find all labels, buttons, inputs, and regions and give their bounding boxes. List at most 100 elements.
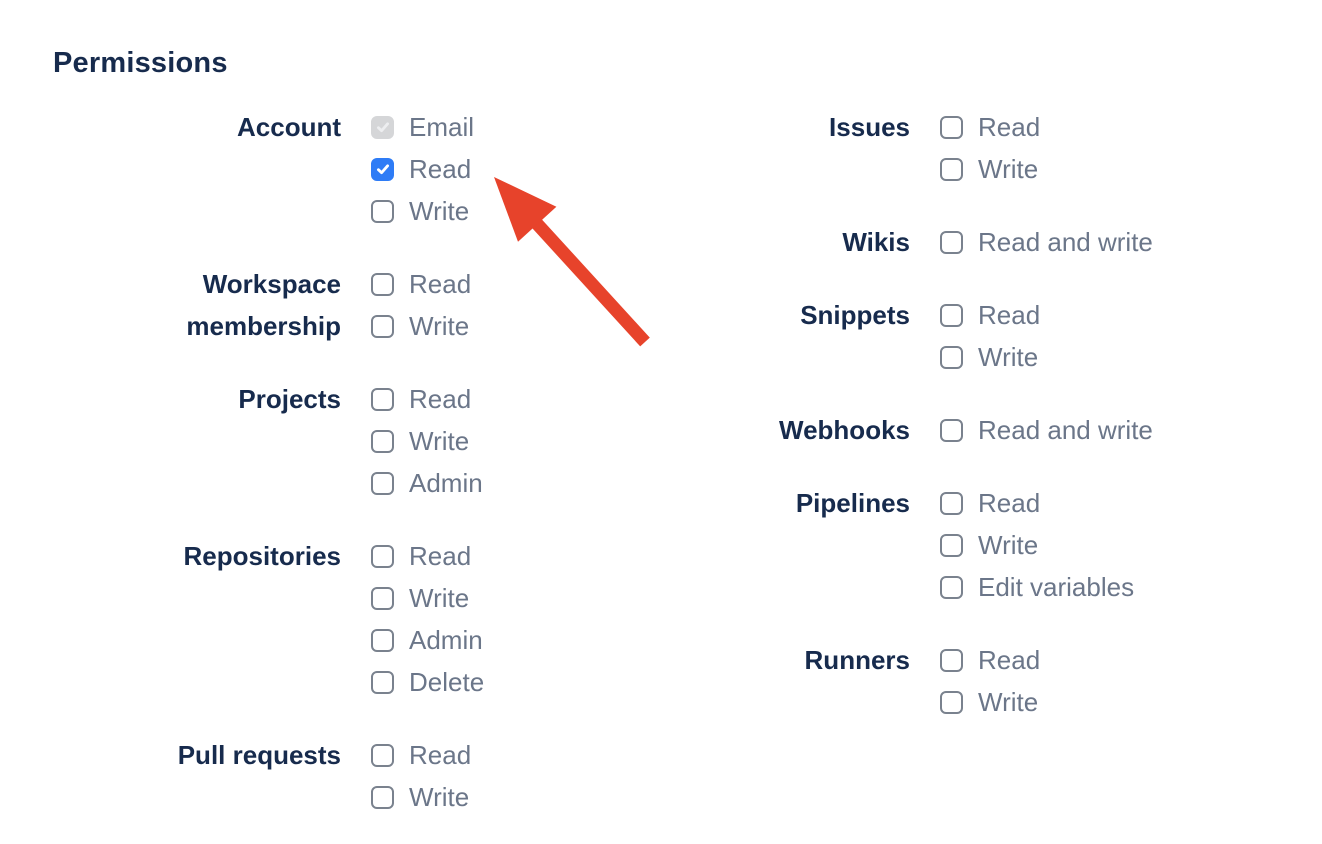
check-icon [376, 122, 389, 133]
workspace-membership-read-checkbox[interactable] [371, 272, 394, 296]
account-read-checkbox[interactable] [371, 157, 394, 181]
webhooks-read-and-write-label[interactable]: Read and write [978, 414, 1153, 445]
pipelines-read-checkbox[interactable] [940, 491, 963, 515]
snippets-group-label: Snippets [620, 294, 910, 336]
pull-requests-read-label[interactable]: Read [409, 739, 472, 770]
pull-requests-read-option-row: Read [371, 734, 471, 776]
account-read-label[interactable]: Read [409, 153, 472, 184]
snippets-write-checkbox[interactable] [940, 345, 963, 369]
account-email-label[interactable]: Email [409, 111, 475, 142]
projects-admin-option-row: Admin [371, 462, 483, 504]
snippets-read-checkbox[interactable] [940, 303, 963, 327]
projects-admin-label[interactable]: Admin [409, 467, 483, 498]
repositories-read-option-row: Read [371, 535, 484, 577]
repositories-write-label[interactable]: Write [409, 582, 470, 613]
workspace-membership-group-label: Workspace membership [0, 263, 341, 347]
snippets-read-label[interactable]: Read [978, 299, 1041, 330]
pipelines-write-checkbox[interactable] [940, 533, 963, 557]
workspace-membership-read-label[interactable]: Read [409, 268, 472, 299]
account-write-checkbox[interactable] [371, 199, 394, 223]
runners-group-label: Runners [620, 639, 910, 681]
issues-read-checkbox[interactable] [940, 115, 963, 139]
workspace-membership-write-label[interactable]: Write [409, 310, 470, 341]
wikis-group-label-text: Wikis [842, 227, 910, 257]
workspace-membership-write-option-row: Write [371, 305, 471, 347]
webhooks-read-and-write-checkbox[interactable] [940, 418, 963, 442]
runners-group-label-text: Runners [804, 645, 910, 675]
wikis-read-and-write-checkbox[interactable] [940, 230, 963, 254]
snippets-group-label-text: Snippets [800, 300, 910, 330]
runners-read-option-row: Read [940, 639, 1040, 681]
issues-group-label: Issues [620, 106, 910, 148]
snippets-write-label[interactable]: Write [978, 341, 1039, 372]
projects-read-label[interactable]: Read [409, 383, 472, 414]
workspace-membership-read-option-row: Read [371, 263, 471, 305]
repositories-admin-checkbox[interactable] [371, 628, 394, 652]
wikis-read-and-write-label[interactable]: Read and write [978, 226, 1153, 257]
repositories-write-checkbox[interactable] [371, 586, 394, 610]
pipelines-write-option-row: Write [940, 524, 1134, 566]
account-email-checkbox [371, 115, 394, 139]
repositories-delete-checkbox[interactable] [371, 670, 394, 694]
pipelines-write-label[interactable]: Write [978, 529, 1039, 560]
issues-group-label-text: Issues [829, 112, 910, 142]
issues-write-option-row: Write [940, 148, 1040, 190]
pipelines-group-label: Pipelines [620, 482, 910, 524]
issues-write-label[interactable]: Write [978, 153, 1039, 184]
pipelines-edit-variables-label[interactable]: Edit variables [978, 571, 1135, 602]
pipelines-edit-variables-option-row: Edit variables [940, 566, 1134, 608]
issues-write-checkbox[interactable] [940, 157, 963, 181]
issues-read-label[interactable]: Read [978, 111, 1041, 142]
projects-write-checkbox[interactable] [371, 429, 394, 453]
account-write-option-row: Write [371, 190, 474, 232]
repositories-delete-option-row: Delete [371, 661, 484, 703]
pull-requests-write-checkbox[interactable] [371, 785, 394, 809]
arrow-head [494, 177, 557, 242]
issues-read-option-row: Read [940, 106, 1040, 148]
wikis-read-and-write-option-row: Read and write [940, 221, 1153, 263]
account-email-option-row: Email [371, 106, 474, 148]
projects-admin-checkbox[interactable] [371, 471, 394, 495]
runners-read-label[interactable]: Read [978, 644, 1041, 675]
pipelines-read-label[interactable]: Read [978, 487, 1041, 518]
runners-read-checkbox[interactable] [940, 648, 963, 672]
projects-group-label-text: Projects [238, 384, 341, 414]
repositories-admin-label[interactable]: Admin [409, 624, 483, 655]
pull-requests-write-label[interactable]: Write [409, 781, 470, 812]
runners-write-label[interactable]: Write [978, 686, 1039, 717]
projects-read-checkbox[interactable] [371, 387, 394, 411]
webhooks-read-and-write-option-row: Read and write [940, 409, 1153, 451]
projects-write-option-row: Write [371, 420, 483, 462]
pull-requests-group-label: Pull requests [0, 734, 341, 776]
wikis-options: Read and write [940, 221, 1153, 263]
webhooks-group-label: Webhooks [620, 409, 910, 451]
repositories-delete-label[interactable]: Delete [409, 666, 485, 697]
pipelines-edit-variables-checkbox[interactable] [940, 575, 963, 599]
wikis-group-label: Wikis [620, 221, 910, 263]
repositories-read-checkbox[interactable] [371, 544, 394, 568]
repositories-write-option-row: Write [371, 577, 484, 619]
pull-requests-read-checkbox[interactable] [371, 743, 394, 767]
account-read-option-row: Read [371, 148, 474, 190]
repositories-group-label-text: Repositories [183, 541, 342, 571]
account-write-label[interactable]: Write [409, 195, 470, 226]
projects-read-option-row: Read [371, 378, 483, 420]
snippets-write-option-row: Write [940, 336, 1040, 378]
repositories-read-label[interactable]: Read [409, 540, 472, 571]
runners-write-checkbox[interactable] [940, 690, 963, 714]
projects-write-label[interactable]: Write [409, 425, 470, 456]
workspace-membership-write-checkbox[interactable] [371, 314, 394, 338]
repositories-admin-option-row: Admin [371, 619, 484, 661]
